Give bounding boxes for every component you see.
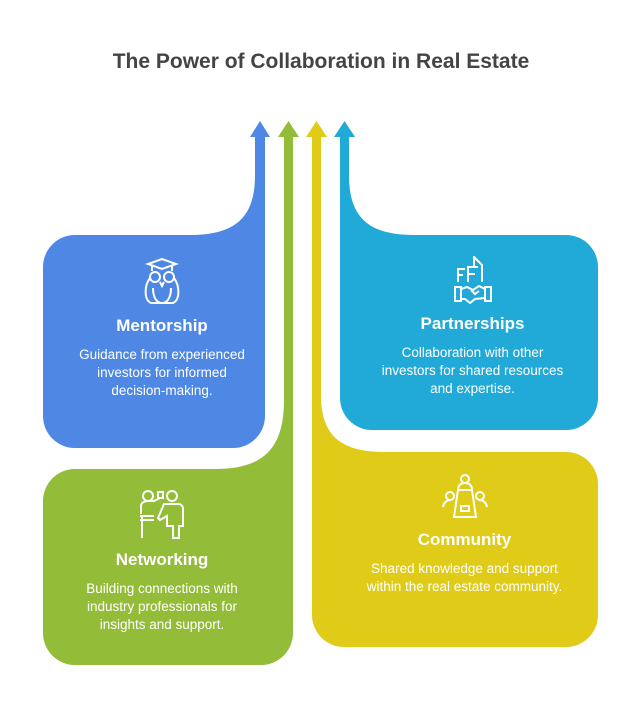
networking-shape [43, 137, 293, 665]
community-shape [312, 137, 598, 647]
networking-card: Networking Building connections with ind… [62, 490, 262, 634]
owl-graduation-icon [144, 258, 180, 305]
page-title: The Power of Collaboration in Real Estat… [112, 50, 530, 73]
meeting-table-icon [441, 474, 488, 518]
mentorship-card: Mentorship Guidance from experienced inv… [62, 258, 262, 400]
mentorship-arrowhead [250, 121, 270, 137]
partnerships-title: Partnerships [420, 314, 525, 333]
networking-description: Building connections with industry profe… [86, 581, 238, 632]
networking-title: Networking [115, 550, 209, 569]
presenter-icon [140, 490, 184, 539]
partnerships-description: Collaboration with other investors for s… [381, 345, 564, 396]
mentorship-description: Guidance from experienced investors for … [79, 347, 245, 398]
mentorship-title: Mentorship [116, 316, 208, 335]
community-arrowhead [306, 121, 327, 137]
partnerships-card: Partnerships Collaboration with other in… [375, 256, 570, 398]
partnerships-arrowhead [334, 121, 355, 137]
handshake-buildings-icon [453, 256, 492, 304]
partnerships-shape [340, 137, 598, 430]
community-description: Shared knowledge and support within the … [366, 561, 563, 594]
community-card: Community Shared knowledge and support w… [362, 474, 567, 596]
community-title: Community [417, 530, 512, 549]
networking-arrowhead [278, 121, 299, 137]
